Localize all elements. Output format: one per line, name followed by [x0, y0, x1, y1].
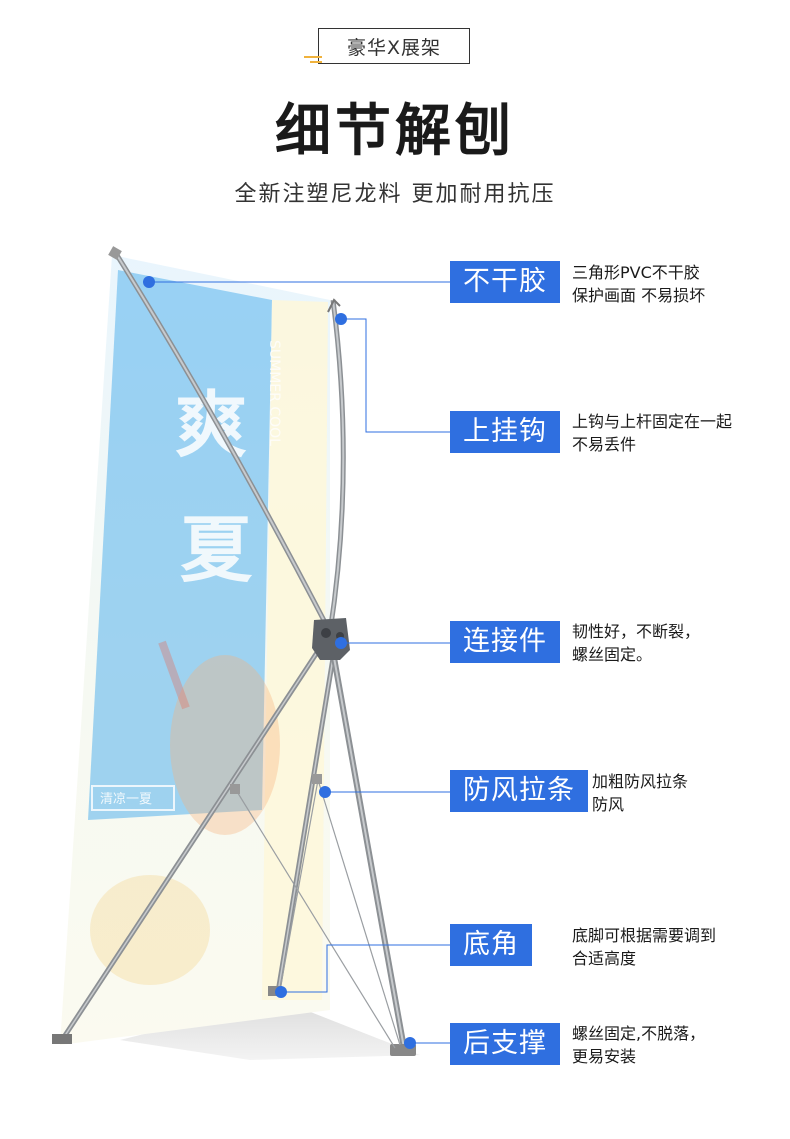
wind-tie-lower [279, 779, 319, 991]
feature-label-connector: 连接件 [450, 621, 560, 663]
callout-lines [149, 281, 450, 1044]
callout-line-5 [280, 944, 450, 993]
feature-desc-line: 上钩与上杆固定在一起 [572, 412, 733, 431]
callout-dot-6 [404, 1037, 416, 1049]
feature-desc-base-foot: 底脚可根据需要调到 合适高度 [572, 924, 716, 970]
poster-straw [158, 640, 190, 710]
feature-desc-line: 更易安装 [572, 1047, 637, 1066]
page-title: 细节解刨 [275, 99, 515, 164]
feature-desc-line: 保护画面 不易损坏 [572, 286, 706, 305]
feature-desc-adhesive: 三角形PVC不干胶 保护画面 不易损坏 [572, 261, 705, 307]
top-hook [327, 298, 341, 313]
feature-desc-line: 三角形PVC不干胶 [572, 263, 700, 282]
badge-decoration [304, 56, 322, 66]
callout-line-2 [341, 318, 450, 433]
feature-desc-line: 韧性好，不断裂， [572, 622, 701, 641]
feature-label-adhesive: 不干胶 [450, 261, 560, 303]
feature-desc-connector: 韧性好，不断裂， 螺丝固定。 [572, 620, 700, 666]
wind-tie-left [235, 789, 396, 1049]
callout-dot-4 [319, 786, 331, 798]
feature-desc-line: 合适高度 [572, 949, 637, 968]
feature-label-top-hook: 上挂钩 [450, 411, 560, 453]
header-badge: 豪华X展架 [318, 28, 470, 64]
callout-dot-3 [335, 637, 347, 649]
feature-desc-line: 加粗防风拉条 [592, 772, 689, 791]
feature-label-base-foot: 底角 [450, 924, 532, 966]
feature-desc-line: 螺丝固定。 [572, 645, 653, 664]
callout-dot-2 [335, 313, 347, 325]
page-subtitle: 全新注塑尼龙料 更加耐用抗压 [234, 182, 556, 207]
callout-dot-1 [143, 276, 155, 288]
header-badge-text: 豪华X展架 [346, 36, 442, 59]
poster-big-char-2: 夏 [180, 508, 253, 592]
poster-yellow-strip [262, 300, 328, 1000]
feature-desc-rear-support: 螺丝固定,不脱落， 更易安装 [572, 1022, 705, 1068]
feature-desc-line: 螺丝固定,不脱落， [572, 1024, 706, 1043]
poster-tag-text: 清凉一夏 [100, 792, 152, 807]
feature-desc-line: 防风 [592, 795, 625, 814]
feature-label-rear-support: 后支撑 [450, 1023, 560, 1065]
feature-desc-line: 底脚可根据需要调到 [572, 926, 717, 945]
poster-blue-area [88, 270, 272, 820]
poster-tag-box [91, 785, 175, 811]
feature-desc-wind-tie: 加粗防风拉条 防风 [592, 770, 688, 816]
connector-hub [312, 618, 350, 660]
poster-fruit [90, 875, 210, 985]
feature-desc-top-hook: 上钩与上杆固定在一起 不易丢件 [572, 410, 732, 456]
callout-dots [143, 276, 416, 1049]
floor-shadow [120, 1000, 420, 1060]
poster-small-text: SUMMER COOL [266, 340, 282, 446]
feature-label-wind-tie: 防风拉条 [450, 770, 588, 812]
callout-dot-5 [275, 986, 287, 998]
top-end-cap [108, 246, 122, 260]
left-foot [52, 1034, 72, 1044]
poster-drink [170, 655, 280, 835]
feature-desc-line: 不易丢件 [572, 435, 637, 454]
wind-tie-right [317, 779, 401, 1046]
